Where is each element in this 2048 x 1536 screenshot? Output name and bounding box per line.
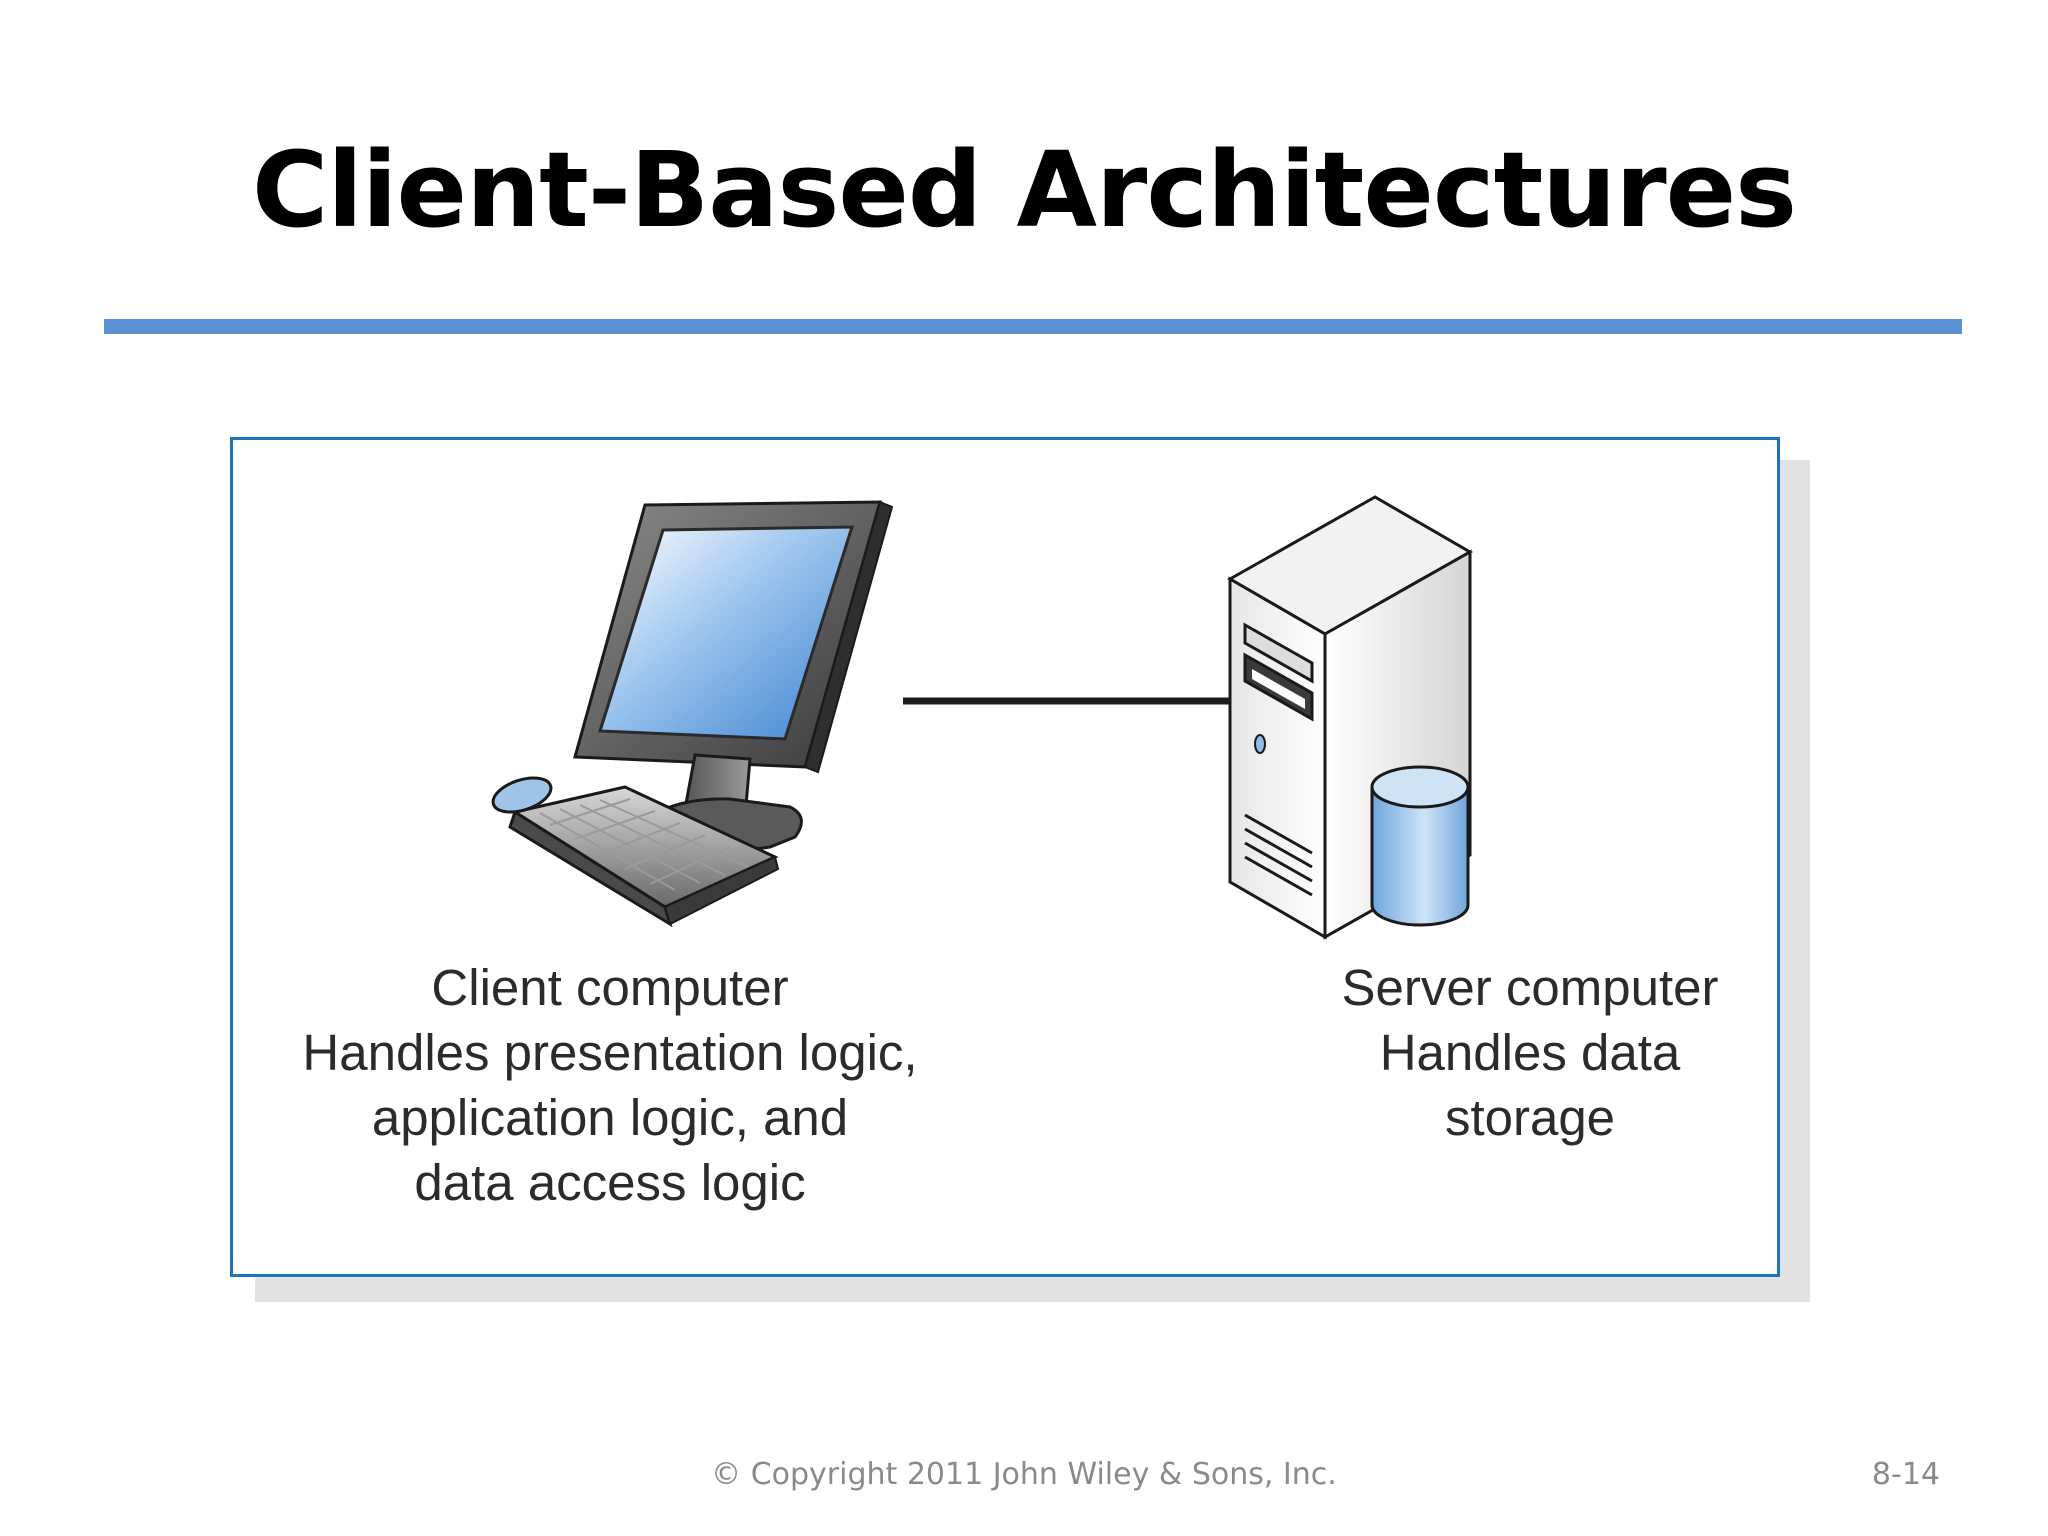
client-caption-line: Client computer [431, 959, 789, 1016]
client-caption-line: data access logic [414, 1154, 806, 1211]
diagram-frame [230, 437, 1780, 1277]
title-divider [104, 319, 1962, 334]
desktop-computer-icon [491, 500, 894, 928]
copyright-notice: © Copyright 2011 John Wiley & Sons, Inc. [711, 1457, 1337, 1492]
page-number: 8-14 [1871, 1457, 1940, 1492]
server-caption-line: Server computer [1341, 959, 1719, 1016]
client-caption: Client computer Handles presentation log… [250, 955, 970, 1215]
server-caption-line: Handles data [1379, 1024, 1681, 1081]
server-caption-line: storage [1444, 1089, 1616, 1146]
slide-title: Client-Based Architectures [251, 129, 1797, 251]
diagram-graphic [491, 495, 1474, 940]
server-database-icon [1226, 495, 1474, 940]
client-caption-line: application logic, and [371, 1089, 849, 1146]
client-caption-line: Handles presentation logic, [302, 1024, 918, 1081]
server-caption: Server computer Handles data storage [1310, 955, 1750, 1150]
